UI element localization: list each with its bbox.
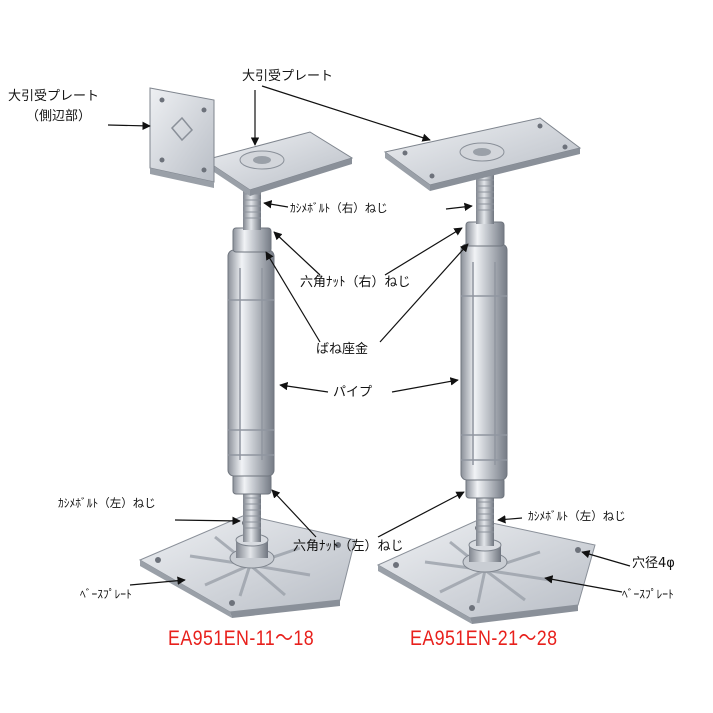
label-bolt-left-a: ｶｼﾒﾎﾞﾙﾄ（左）ねじ — [58, 496, 156, 510]
right-pipe — [460, 243, 508, 481]
label-base-plate-a: ﾍﾞｰｽﾌﾟﾚｰﾄ — [80, 587, 132, 601]
label-bolt-right: ｶｼﾒﾎﾞﾙﾄ（右）ねじ — [290, 201, 388, 215]
right-upper-nut — [465, 221, 505, 247]
label-spring-washer: ばね座金 — [316, 342, 369, 357]
left-base-hole-1 — [155, 557, 161, 563]
label-pipe: パイプ — [333, 385, 373, 400]
model-right: EA951EN-21～28 — [410, 627, 558, 650]
right-lower-nut — [465, 477, 505, 499]
left-pipe — [227, 249, 275, 477]
left-lower-bolt — [243, 492, 261, 542]
left-side-plate-logo-icon — [170, 116, 194, 142]
label-hole: 穴径4φ — [632, 556, 675, 571]
label-base-plate-b: ﾍﾞｰｽﾌﾟﾚｰﾄ — [622, 587, 674, 601]
left-upper-nut — [232, 227, 272, 253]
right-support — [376, 117, 596, 624]
label-nut-left: 六角ﾅｯﾄ（左）ねじ — [293, 539, 404, 554]
left-base-hole-4 — [229, 600, 235, 606]
label-nut-right: 六角ﾅｯﾄ（右）ねじ — [300, 275, 411, 290]
left-base-hole-3 — [335, 542, 341, 548]
label-top-plate: 大引受プレート — [242, 69, 334, 84]
right-lower-bolt — [476, 496, 494, 546]
label-bolt-left-b: ｶｼﾒﾎﾞﾙﾄ（左）ねじ — [528, 509, 626, 523]
right-base-hole-1 — [393, 562, 399, 568]
right-base-hole-4 — [469, 605, 475, 611]
label-side-plate: 大引受プレート — [8, 89, 100, 104]
label-side-plate-sub: （側辺部） — [26, 109, 92, 124]
leader-lines — [107, 85, 631, 593]
model-left: EA951EN-11～18 — [168, 627, 315, 650]
left-support — [138, 87, 356, 618]
right-base-hole-3 — [575, 547, 581, 553]
left-lower-nut — [232, 473, 272, 495]
